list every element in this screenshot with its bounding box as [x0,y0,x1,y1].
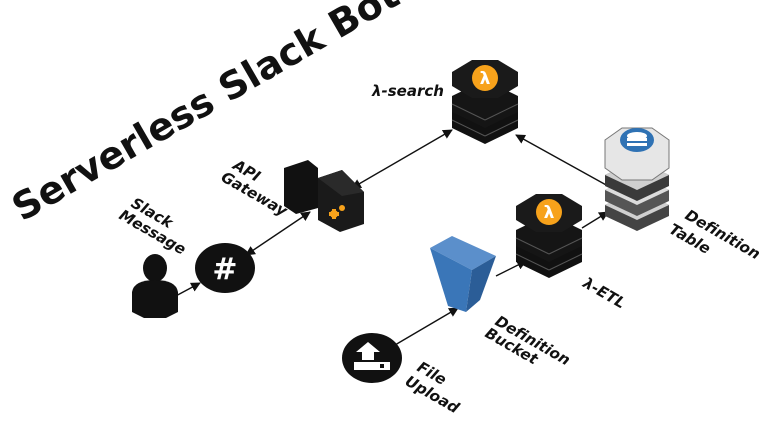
user-icon [132,254,178,318]
lambda-search-node: λ [451,60,519,144]
definition-table-node [604,127,670,231]
arrow-etl-to-table [581,211,609,229]
lambda-icon [536,199,562,225]
slack-node: # [195,243,255,293]
svg-text:λ: λ [480,69,491,89]
connector-arrows [171,129,609,346]
definition-bucket-node [430,236,496,312]
gear-icon [329,205,345,219]
slack-hash-icon: # [212,252,237,287]
arrow-table-to-search [515,134,609,187]
upload-icon [354,342,390,370]
arrow-slack-api [245,211,311,256]
file-upload-node [342,333,402,383]
arrow-api-search [351,129,453,189]
lambda-search-label: λ-search [371,82,444,100]
lambda-etl-label: λ-ETL [579,273,629,312]
svg-text:λ: λ [544,203,555,223]
arrow-upload-to-bucket [394,307,459,346]
lambda-etl-node: λ [515,194,583,278]
lambda-icon [472,65,498,91]
api-gateway-node [284,160,364,232]
